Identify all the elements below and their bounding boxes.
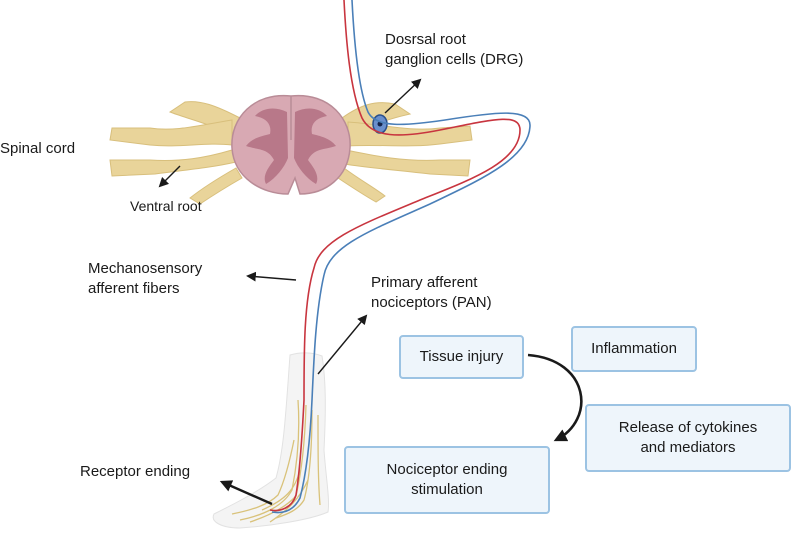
fiber-red — [269, 0, 521, 512]
arrow-ventral-root — [158, 165, 181, 188]
arrow-receptor — [219, 480, 273, 506]
box-cytokines-line1: Release of cytokines — [618, 419, 758, 436]
label-drg: Dosrsal root ganglion cells (DRG) — [385, 30, 523, 70]
box-inflammation-text: Inflammation — [591, 340, 677, 357]
box-stimulation-line1: Nociceptor ending — [386, 461, 508, 478]
box-cytokines-line2: and mediators — [640, 439, 736, 456]
label-drg-line1: Dosrsal root — [385, 31, 466, 48]
label-mech-line2: afferent fibers — [88, 280, 180, 297]
box-stimulation-line2: stimulation — [411, 481, 483, 498]
label-mechanosensory: Mechanosensory afferent fibers — [88, 259, 202, 299]
label-drg-line2: ganglion cells (DRG) — [385, 51, 524, 68]
arrow-drg — [384, 78, 422, 114]
label-receptor-ending: Receptor ending — [80, 463, 191, 480]
box-nociceptor-stimulation: Nociceptor ending stimulation — [344, 446, 550, 514]
label-mech-line1: Mechanosensory — [88, 260, 203, 277]
spinal-cord-section — [231, 94, 351, 195]
box-tissue-injury-text: Tissue injury — [419, 348, 504, 365]
left-nerve-roots — [109, 101, 243, 205]
arrow-pan — [317, 314, 368, 375]
fiber-blue — [271, 0, 531, 514]
nerve-fibers — [269, 0, 531, 514]
label-pan-line2: nociceptors (PAN) — [371, 294, 492, 311]
box-inflammation: Inflammation — [571, 326, 697, 372]
arrow-cycle — [527, 353, 583, 442]
label-ventral-root: Ventral root — [130, 198, 202, 214]
label-pan-line1: Primary afferent — [371, 274, 478, 291]
label-spinal-cord: Spinal cord — [0, 140, 76, 157]
label-pan: Primary afferent nociceptors (PAN) — [371, 273, 492, 313]
annotation-arrows — [158, 78, 583, 506]
leg-foot — [212, 352, 329, 529]
arrow-mechanosensory — [246, 271, 297, 282]
box-tissue-injury: Tissue injury — [399, 335, 524, 379]
box-cytokines: Release of cytokines and mediators — [585, 404, 791, 472]
